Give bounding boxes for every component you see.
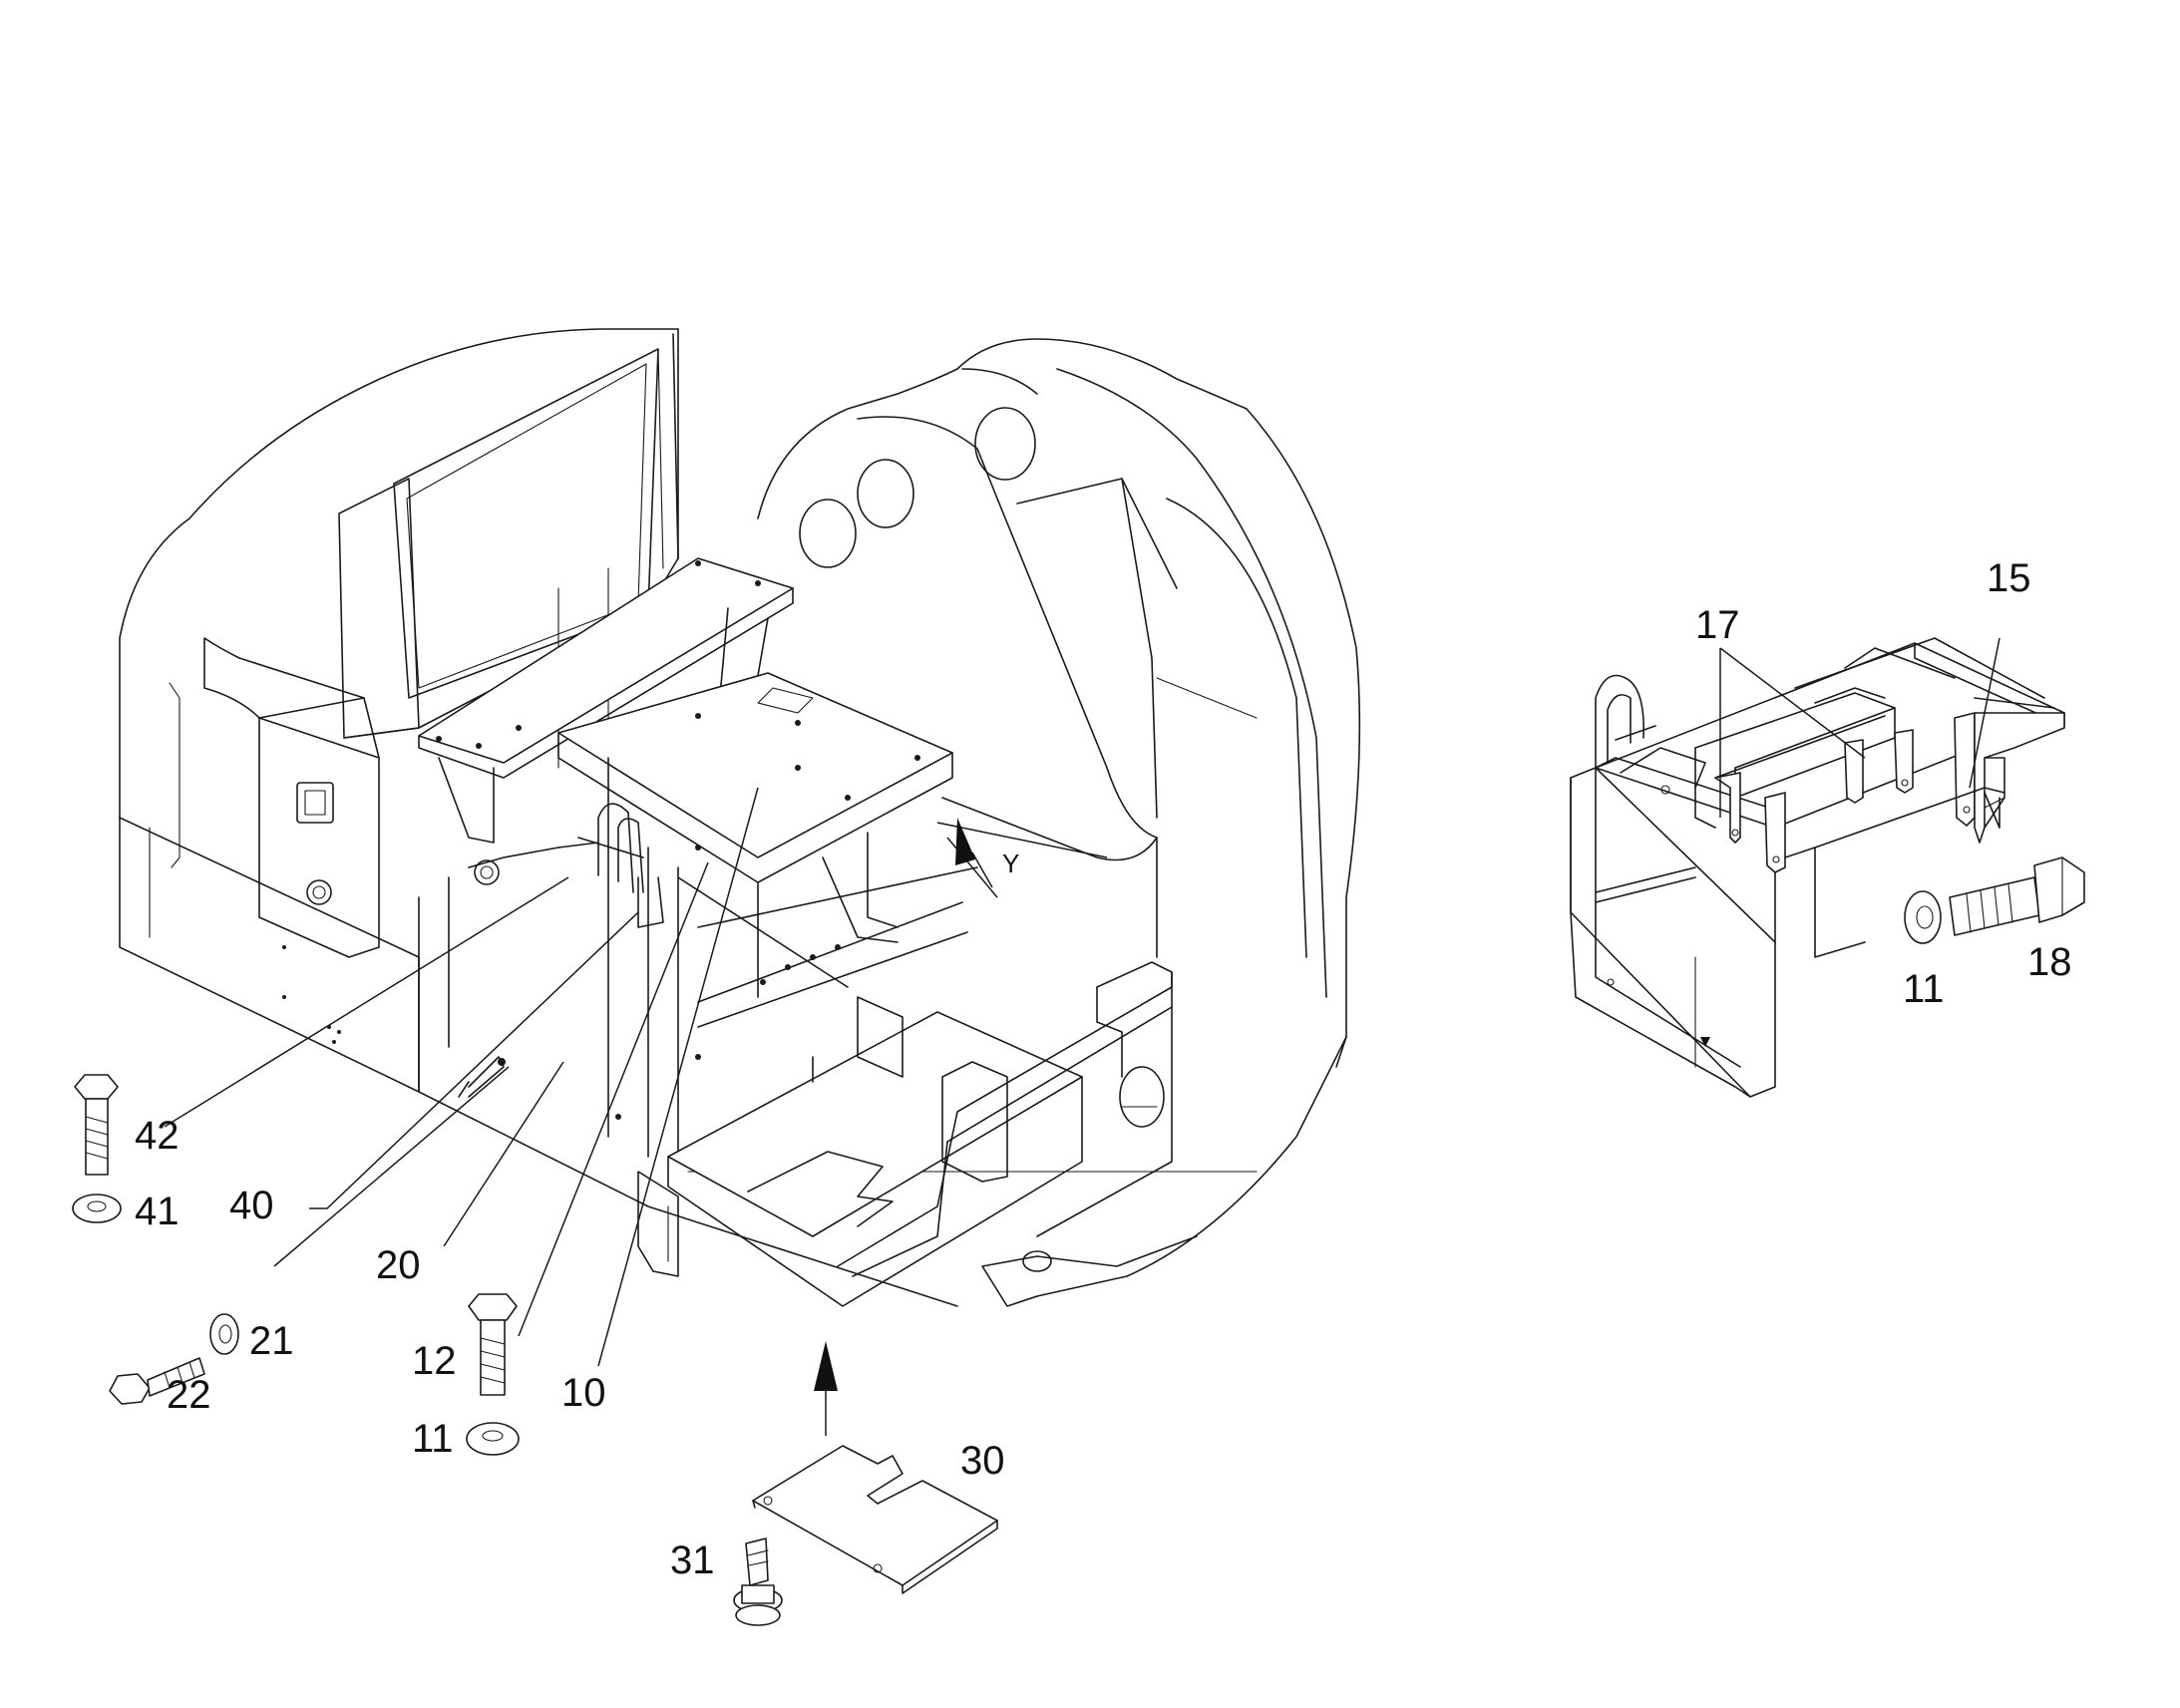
leader-lines [164,787,1108,1367]
callout-31: 31 [670,1538,715,1582]
guard-detail-assembly [1570,637,2065,1098]
washer-11-right [1904,890,1942,944]
mount-bracket-assembly [418,557,978,1277]
arrow-up-icon [814,1341,838,1391]
boom-arm [687,338,1361,1307]
bolt-42 [74,1074,119,1176]
washer-11-left [466,1422,520,1456]
cover-plate-30 [752,1445,998,1594]
callout-20: 20 [376,1243,421,1287]
callout-12: 12 [412,1339,457,1383]
callout-22: 22 [167,1373,211,1417]
bolt-22 [109,1357,205,1405]
callout-y: Y [1002,849,1019,878]
direction-arrows [814,818,993,1436]
base-tray [667,961,1173,1307]
bolt-12 [468,1293,518,1396]
screw-31 [733,1537,783,1626]
callout-21: 21 [249,1319,294,1363]
callout-18: 18 [2027,940,2072,984]
bolt-18 [1949,856,2085,936]
callout-17: 17 [1695,603,1740,647]
detail-leader-lines [1719,637,2000,818]
washer-41 [72,1194,122,1223]
callout-15: 15 [1987,556,2031,600]
callout-11-left: 11 [412,1417,454,1461]
arrow-y-icon [955,818,975,865]
callout-42: 42 [135,1114,180,1158]
callout-11-right: 11 [1903,967,1945,1011]
washer-21 [209,1313,239,1355]
callout-41: 41 [135,1190,180,1233]
callout-10: 10 [561,1371,606,1415]
callout-40: 40 [229,1184,274,1227]
callout-30: 30 [960,1439,1005,1483]
